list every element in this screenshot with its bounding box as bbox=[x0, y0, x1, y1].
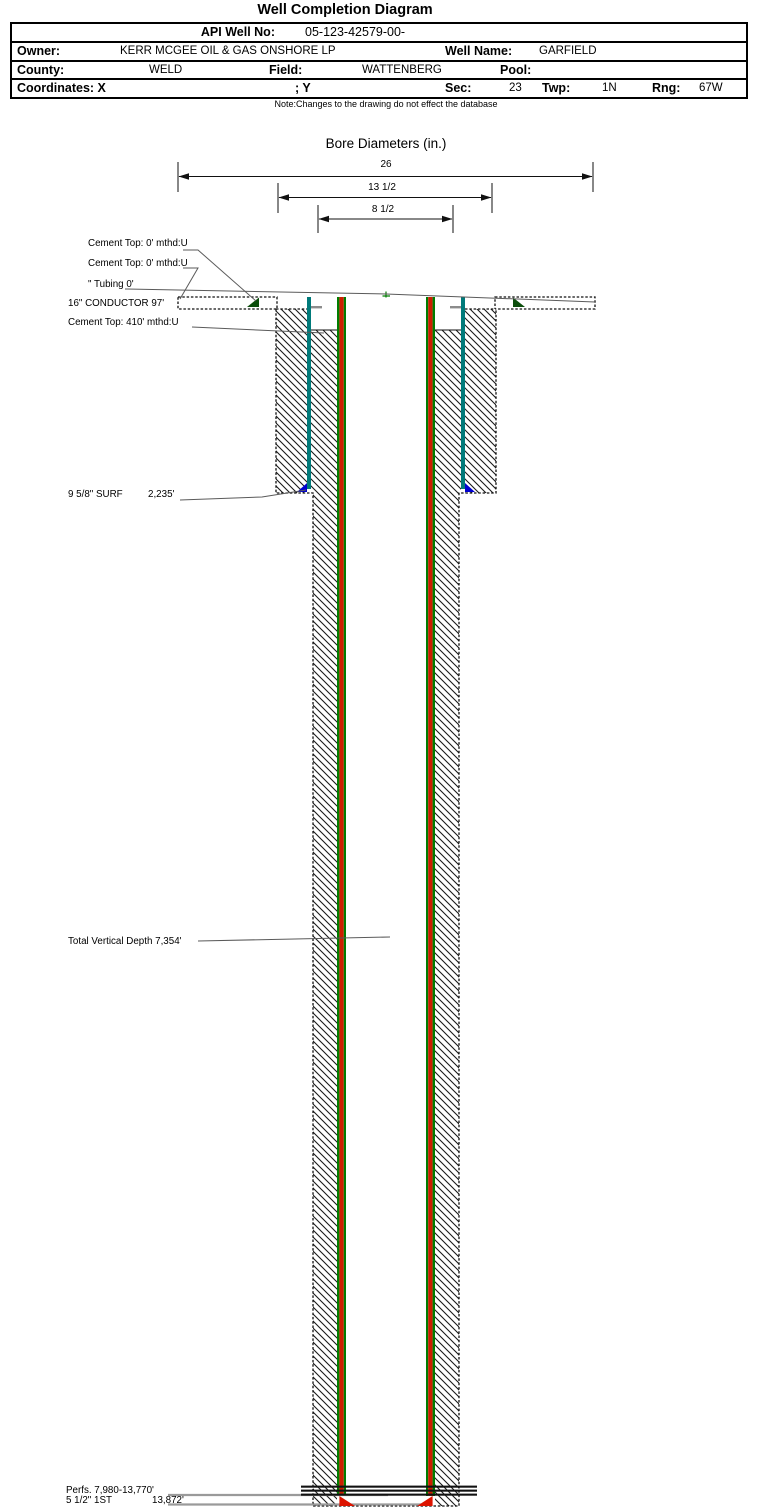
cement-marker-left-icon bbox=[247, 297, 259, 307]
perf-line bbox=[301, 1493, 477, 1496]
perf-line bbox=[301, 1485, 477, 1488]
cement-right-outer bbox=[465, 309, 496, 493]
rng-value: 67W bbox=[699, 82, 723, 95]
diameter-8-label: 8 1/2 bbox=[372, 204, 395, 215]
field-label: Field: bbox=[269, 62, 303, 77]
api-value: 05-123-42579-00- bbox=[305, 25, 406, 39]
well-name-label: Well Name: bbox=[445, 43, 513, 58]
tubing-line-right-outer bbox=[432, 297, 435, 1496]
annotation-tvd: Total Vertical Depth 7,354' bbox=[68, 936, 182, 947]
leader-lines bbox=[124, 249, 596, 1506]
api-label: API Well No: bbox=[200, 25, 275, 39]
info-row-county: County: WELD Field: WATTENBERG Pool: bbox=[12, 62, 746, 81]
bore-diameters-title: Bore Diameters (in.) bbox=[326, 136, 447, 151]
sec-label: Sec: bbox=[445, 81, 472, 96]
cement-left-outer bbox=[276, 309, 307, 493]
owner-value: KERR MCGEE OIL & GAS ONSHORE LP bbox=[120, 44, 336, 57]
cement-left-lower bbox=[313, 493, 337, 1506]
rng-label: Rng: bbox=[652, 81, 681, 96]
surface-casing-line-right bbox=[461, 297, 465, 489]
info-row-owner: Owner: KERR MCGEE OIL & GAS ONSHORE LP W… bbox=[12, 43, 746, 62]
arrowhead-right-icon bbox=[481, 194, 492, 201]
annotation-tubing: " Tubing 0' bbox=[88, 279, 134, 290]
annotations: Cement Top: 0' mthd:U Cement Top: 0' mth… bbox=[66, 238, 188, 1506]
tubing-line-left-outer bbox=[337, 297, 340, 1496]
tubing-line-left-inner bbox=[343, 297, 346, 1496]
annotation-production-casing-depth: 13,872' bbox=[152, 1495, 184, 1506]
twp-label: Twp: bbox=[542, 81, 571, 96]
arrowhead-left-icon bbox=[278, 194, 289, 201]
perf-line bbox=[301, 1489, 477, 1492]
hanger-tick-right bbox=[450, 306, 461, 309]
annotation-production-casing: 5 1/2" 1ST bbox=[66, 1495, 112, 1506]
cement-right-inner bbox=[435, 330, 461, 493]
arrowhead-left-icon bbox=[318, 215, 329, 223]
annotation-conductor: 16" CONDUCTOR 97' bbox=[68, 298, 164, 309]
county-value: WELD bbox=[149, 63, 183, 76]
conductor-bar-left bbox=[177, 296, 278, 310]
diameter-26-label: 26 bbox=[380, 159, 392, 170]
annotation-cement-top-a: Cement Top: 0' mthd:U bbox=[88, 238, 188, 249]
arrowhead-left-icon bbox=[178, 173, 189, 180]
owner-label: Owner: bbox=[17, 43, 61, 58]
leader-cement-top-a bbox=[183, 249, 257, 302]
cement-marker-right-icon bbox=[513, 297, 525, 307]
drawing-note: Note:Changes to the drawing do not effec… bbox=[274, 99, 498, 109]
field-value: WATTENBERG bbox=[362, 63, 442, 76]
cement-hatch-regions bbox=[177, 296, 596, 1507]
leader-cement-top-c bbox=[191, 326, 325, 334]
cement-right-lower bbox=[435, 493, 459, 1506]
dimension-26: 26 bbox=[177, 159, 594, 192]
surface-shoe-right-icon bbox=[465, 483, 475, 492]
twp-value: 1N bbox=[602, 82, 617, 95]
production-casing-line-right bbox=[428, 297, 433, 1496]
dimension-8-1-2: 8 1/2 bbox=[317, 204, 454, 233]
diameter-13-label: 13 1/2 bbox=[368, 182, 396, 193]
leader-cement-top-b bbox=[179, 267, 199, 300]
coordinates-label: Coordinates: X bbox=[17, 81, 106, 96]
annotation-cement-top-c: Cement Top: 410' mthd:U bbox=[68, 317, 179, 328]
arrowhead-right-icon bbox=[582, 173, 593, 180]
borehole-wall-border bbox=[275, 308, 497, 1507]
leader-tubing bbox=[124, 288, 596, 303]
surface-casing-line-left bbox=[307, 297, 311, 489]
info-row-coordinates: Coordinates: X ; Y Sec: 23 Twp: 1N Rng: … bbox=[12, 80, 746, 97]
sec-value: 23 bbox=[509, 82, 522, 95]
leader-tvd bbox=[197, 936, 391, 942]
leader-surface-casing bbox=[179, 489, 307, 501]
arrowhead-right-icon bbox=[442, 215, 453, 223]
pool-label: Pool: bbox=[500, 62, 532, 77]
info-row-api: API Well No: 05-123-42579-00- bbox=[12, 24, 746, 43]
coordinates-y-label: ; Y bbox=[295, 81, 311, 96]
perforation-lines bbox=[301, 1485, 477, 1496]
annotation-surface-casing-depth: 2,235' bbox=[148, 489, 175, 500]
dimension-13-1-2: 13 1/2 bbox=[277, 182, 493, 213]
hanger-tick-left bbox=[311, 306, 322, 309]
well-info-table: API Well No: 05-123-42579-00- Owner: KER… bbox=[10, 22, 748, 100]
well-name-value: GARFIELD bbox=[539, 44, 597, 57]
annotation-cement-top-b: Cement Top: 0' mthd:U bbox=[88, 258, 188, 269]
county-label: County: bbox=[17, 62, 65, 77]
annotation-perfs: Perfs. 7,980-13,770' bbox=[66, 1485, 154, 1496]
production-shoe-right-icon bbox=[417, 1496, 433, 1506]
production-strings bbox=[337, 297, 435, 1496]
tubing-line-right-inner bbox=[426, 297, 429, 1496]
cement-left-inner bbox=[311, 330, 337, 493]
annotation-surface-casing: 9 5/8" SURF bbox=[68, 489, 123, 500]
production-casing-line-left bbox=[339, 297, 344, 1496]
production-shoe-left-icon bbox=[339, 1496, 355, 1506]
page-title: Well Completion Diagram bbox=[257, 2, 433, 18]
